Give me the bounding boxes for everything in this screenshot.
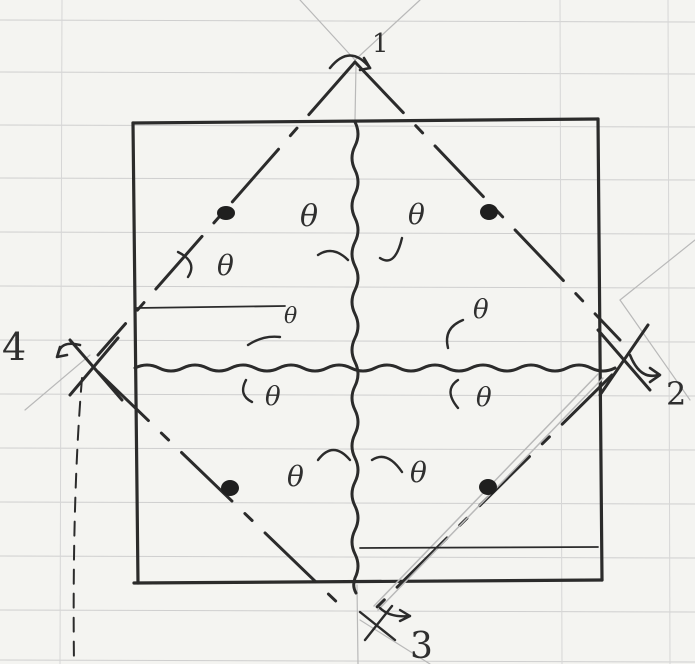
theta-label: θ — [284, 304, 297, 329]
left-dashed-line — [74, 378, 82, 664]
theta-label: θ — [476, 383, 492, 413]
corner-cross-right — [598, 325, 650, 395]
pole-dot-bottom-left — [221, 480, 239, 496]
pole-dot-top-right — [480, 204, 498, 220]
theta-label: θ — [473, 295, 489, 325]
pole-dots — [217, 204, 498, 496]
outer-square — [133, 119, 602, 583]
corner-arrow-right — [630, 355, 660, 382]
corner-cross-left — [70, 338, 122, 400]
inner-diamond — [98, 62, 620, 612]
horizontal-wavy-line — [135, 365, 615, 371]
theta-label: θ — [410, 456, 427, 489]
paper-margin-lines — [60, 0, 670, 664]
corner-label-4: 4 — [2, 325, 26, 369]
theta-label: θ — [300, 199, 318, 234]
corner-label-1: 1 — [372, 29, 389, 59]
ruled-lines — [0, 20, 695, 662]
corner-label-3: 3 — [410, 626, 433, 664]
theta-label: θ — [265, 382, 281, 412]
interior-short-lines — [136, 306, 598, 548]
theta-label: θ — [287, 460, 304, 493]
vertical-wavy-line — [352, 122, 358, 593]
theta-label: θ — [217, 249, 234, 282]
corner-label-2: 2 — [666, 375, 686, 413]
pole-dot-top-left — [217, 206, 235, 220]
theta-label: θ — [408, 198, 425, 231]
pole-dot-bottom-right — [479, 479, 497, 495]
construction-guides — [25, 0, 695, 664]
